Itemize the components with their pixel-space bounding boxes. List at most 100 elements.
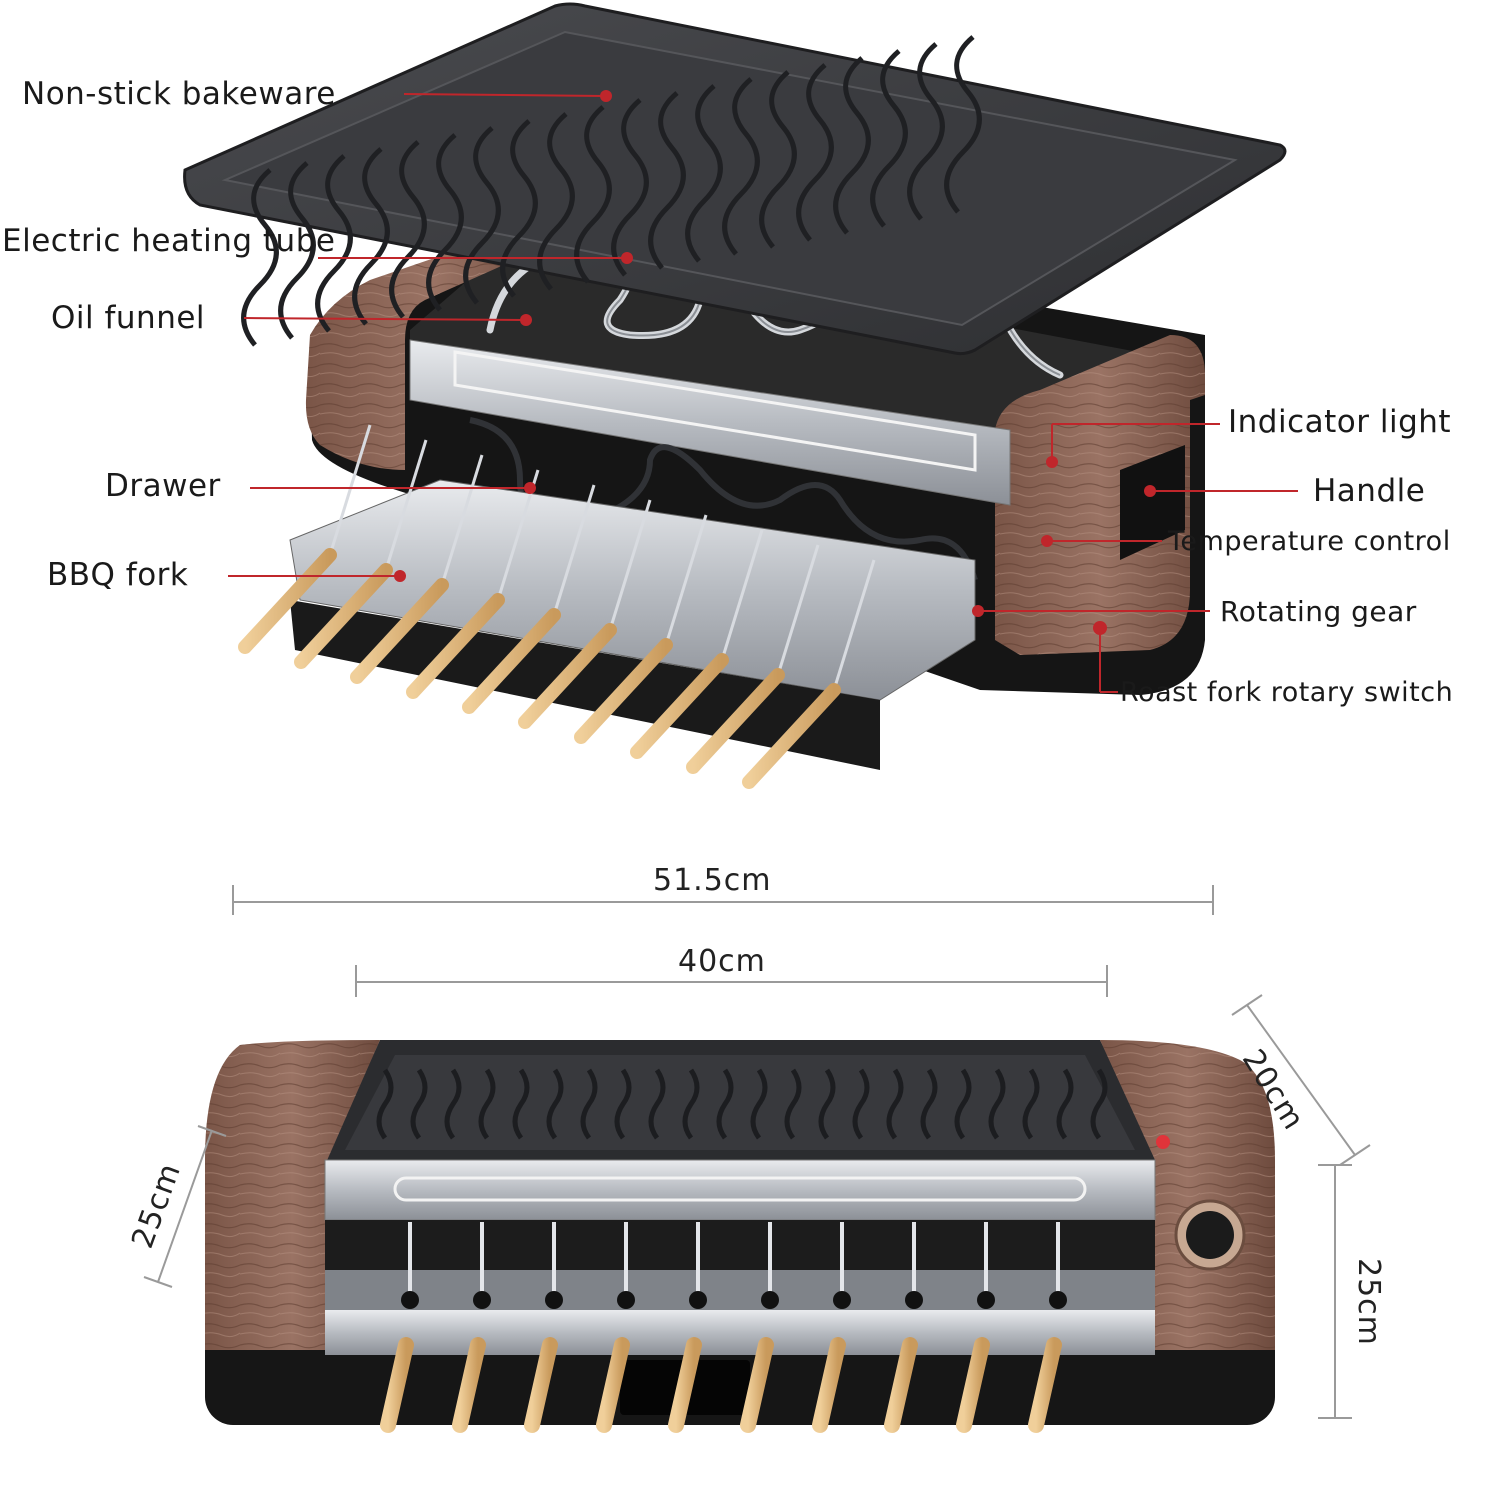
front-ridge xyxy=(716,1068,734,1140)
front-ridge xyxy=(682,1068,700,1140)
front-ridge xyxy=(784,1068,802,1140)
steel-front-bar xyxy=(409,339,1011,506)
dim-line-depth xyxy=(1246,1004,1356,1156)
front-skewer-collar xyxy=(401,1291,419,1309)
label-bbq-fork: BBQ fork xyxy=(47,557,189,593)
grill-top-view xyxy=(183,2,1287,789)
dim-height-right: 25cm xyxy=(1351,1258,1386,1346)
ridge xyxy=(278,161,316,340)
front-skewer-handle xyxy=(884,1337,918,1433)
ridge xyxy=(574,105,612,284)
front-skewer-collar xyxy=(977,1291,995,1309)
front-skewer-collar xyxy=(1049,1291,1067,1309)
skewer-rod xyxy=(440,454,484,586)
front-ridge xyxy=(852,1068,870,1140)
skewer-rod xyxy=(552,484,596,616)
ridge xyxy=(870,49,908,228)
skewer-handle xyxy=(630,653,729,759)
label-electric-heating-tube: Electric heating tube xyxy=(2,223,336,259)
ridge xyxy=(611,98,649,277)
label-indicator-light: Indicator light xyxy=(1228,404,1452,440)
drawer xyxy=(289,479,976,701)
front-skewer-collar xyxy=(689,1291,707,1309)
ridge xyxy=(796,63,834,242)
front-skewer-handle xyxy=(452,1337,486,1433)
skewer-rod xyxy=(832,559,876,691)
label-rotating-gear: Rotating gear xyxy=(1220,595,1417,628)
handle-slot xyxy=(1120,445,1185,560)
front-ridge xyxy=(478,1068,496,1140)
skewer-rod xyxy=(664,514,708,646)
ridge xyxy=(833,56,871,235)
front-ridge xyxy=(376,1068,394,1140)
skewer-rod xyxy=(776,544,820,676)
front-plate-ridges xyxy=(376,1068,1108,1140)
front-ridge xyxy=(988,1068,1006,1140)
skewer-handle xyxy=(686,668,785,774)
front-ridge xyxy=(920,1068,938,1140)
label-drawer: Drawer xyxy=(105,468,221,504)
front-skewer-collar xyxy=(761,1291,779,1309)
dim-line-height-left xyxy=(157,1129,213,1283)
front-skewer-handle xyxy=(596,1337,630,1433)
label-roast-fork-rotary-switch: Roast fork rotary switch xyxy=(1120,677,1454,708)
front-ridge xyxy=(648,1068,666,1140)
ridge xyxy=(907,42,945,221)
grill-interior xyxy=(410,235,1180,470)
ridge xyxy=(500,119,538,298)
front-skewer-handle xyxy=(380,1337,414,1433)
skewer-rod xyxy=(608,499,652,631)
front-bbq-forks xyxy=(380,1222,1067,1433)
skewer-handle xyxy=(406,593,505,699)
front-skewer-collar xyxy=(473,1291,491,1309)
front-ridge xyxy=(1022,1068,1040,1140)
front-ridge xyxy=(444,1068,462,1140)
ridge xyxy=(759,70,797,249)
front-ridge xyxy=(886,1068,904,1140)
front-indicator-light xyxy=(1156,1135,1170,1149)
front-skewer-collar xyxy=(617,1291,635,1309)
label-non-stick-bakeware: Non-stick bakeware xyxy=(22,76,336,112)
bbq-forks xyxy=(238,424,876,789)
front-ridge xyxy=(614,1068,632,1140)
label-handle: Handle xyxy=(1313,473,1426,509)
skewer-handle xyxy=(518,623,617,729)
ridge xyxy=(315,154,353,333)
front-ridge xyxy=(1056,1068,1074,1140)
front-ridge xyxy=(512,1068,530,1140)
skewer-handle xyxy=(350,578,449,684)
skewer-handle xyxy=(462,608,561,714)
front-ridge xyxy=(580,1068,598,1140)
front-skewer-collar xyxy=(545,1291,563,1309)
front-skewer-handle xyxy=(812,1337,846,1433)
leader-dots xyxy=(394,90,1156,635)
ridge xyxy=(463,126,501,305)
ridge xyxy=(722,77,760,256)
front-ridge xyxy=(410,1068,428,1140)
skewer-rod xyxy=(328,424,372,556)
label-oil-funnel: Oil funnel xyxy=(51,300,206,336)
ridge xyxy=(944,35,982,214)
front-ridge xyxy=(818,1068,836,1140)
label-temperature-control: Temperature control xyxy=(1168,526,1451,557)
dim-plate-length: 40cm xyxy=(678,944,766,979)
ridge xyxy=(685,84,723,263)
front-skewer-handle xyxy=(956,1337,990,1433)
skewer-handle xyxy=(294,563,393,669)
front-skewer-handle xyxy=(740,1337,774,1433)
leader-lines xyxy=(228,93,1298,693)
front-ridge xyxy=(546,1068,564,1140)
front-ridge xyxy=(750,1068,768,1140)
front-skewer-handle xyxy=(668,1337,702,1433)
front-skewer-collar xyxy=(905,1291,923,1309)
skewer-rod xyxy=(384,439,428,571)
ridge xyxy=(389,140,427,319)
ridge xyxy=(352,147,390,326)
dim-overall-length: 51.5cm xyxy=(653,863,772,898)
skewer-handle xyxy=(574,638,673,744)
ridge xyxy=(648,91,686,270)
front-skewer-handle xyxy=(1028,1337,1062,1433)
grill-front-view xyxy=(205,1040,1275,1433)
front-ridge xyxy=(1090,1068,1108,1140)
